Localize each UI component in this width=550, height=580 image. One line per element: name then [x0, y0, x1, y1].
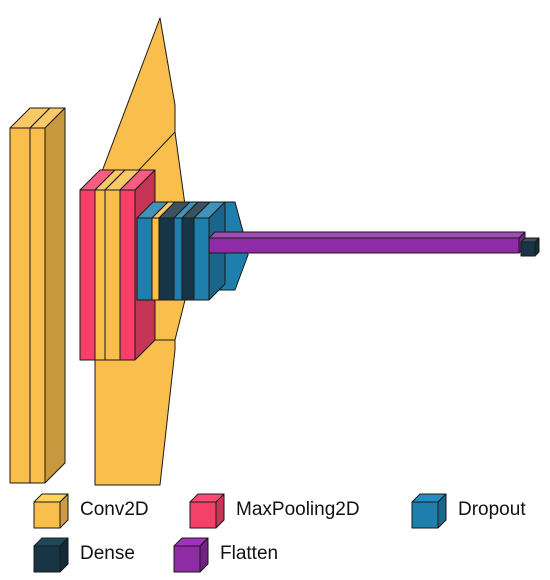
legend-label-maxpooling2d: MaxPooling2D	[236, 499, 360, 520]
layer-block-front	[208, 237, 520, 254]
layer-block-front	[9, 127, 31, 484]
legend-item-maxpooling2d: MaxPooling2D	[186, 490, 360, 530]
layer-block-flatten	[208, 231, 526, 254]
layer-block-front	[94, 189, 106, 361]
cube-icon	[189, 493, 225, 529]
cube-icon	[33, 493, 69, 529]
legend-label-flatten: Flatten	[220, 543, 279, 564]
cube-icon	[173, 537, 209, 573]
legend: Conv2D MaxPooling2D Dropout Dense Fl	[0, 486, 550, 580]
layer-block-front	[29, 127, 46, 484]
layer-block-front	[136, 217, 153, 301]
cube-icon	[411, 493, 447, 529]
layer-block-side	[44, 107, 66, 484]
layer-blocks	[9, 107, 540, 484]
legend-label-dropout: Dropout	[458, 499, 526, 520]
layer-block-top	[208, 231, 526, 239]
layer-block-conv2d	[29, 107, 66, 484]
layer-block-front	[173, 217, 183, 301]
layer-block-dense	[520, 237, 540, 257]
legend-item-conv2d: Conv2D	[30, 490, 149, 530]
network-architecture-diagram	[9, 17, 540, 486]
layer-block-front	[79, 189, 96, 361]
legend-item-dense: Dense	[30, 534, 135, 574]
layer-block-front	[151, 217, 160, 301]
legend-label-dense: Dense	[80, 543, 135, 564]
layer-block-front	[104, 189, 121, 361]
layer-block-front	[158, 217, 175, 301]
layer-block-front	[193, 217, 210, 301]
legend-item-dropout: Dropout	[408, 490, 526, 530]
legend-label-conv2d: Conv2D	[80, 499, 149, 520]
legend-item-flatten: Flatten	[170, 534, 278, 574]
layer-block-dropout	[193, 201, 226, 301]
layer-block-front	[181, 217, 195, 301]
layer-block-side	[534, 237, 540, 257]
cube-icon	[33, 537, 69, 573]
layer-block-front	[520, 241, 536, 257]
layer-block-front	[119, 189, 136, 361]
